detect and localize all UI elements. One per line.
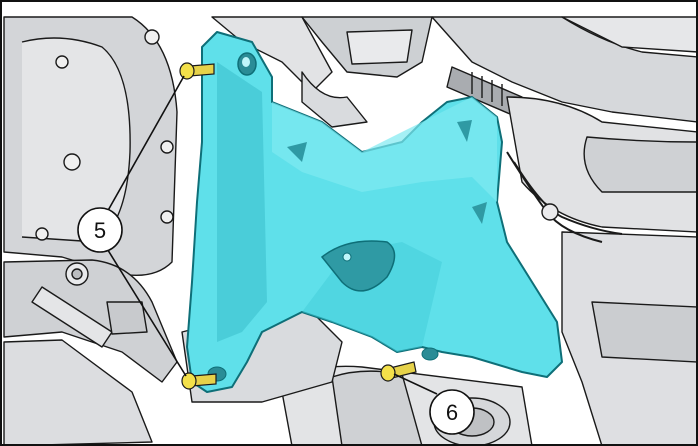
callout-6: 6: [429, 389, 475, 435]
bolt-lower-left: [181, 372, 217, 390]
callout-6-label: 6: [446, 400, 458, 425]
bolt-lower-right: [380, 361, 417, 382]
leader-lines: [105, 75, 438, 395]
background-machinery: [3, 16, 696, 444]
callout-5: 5: [77, 207, 123, 253]
callout-5-label: 5: [94, 218, 106, 243]
bolt-upper-left: [179, 62, 215, 80]
leader-line-5-lower: [105, 246, 187, 377]
highlighted-bracket: [186, 31, 563, 393]
leader-line-5-upper: [105, 75, 185, 215]
leader-line-6: [393, 373, 438, 395]
